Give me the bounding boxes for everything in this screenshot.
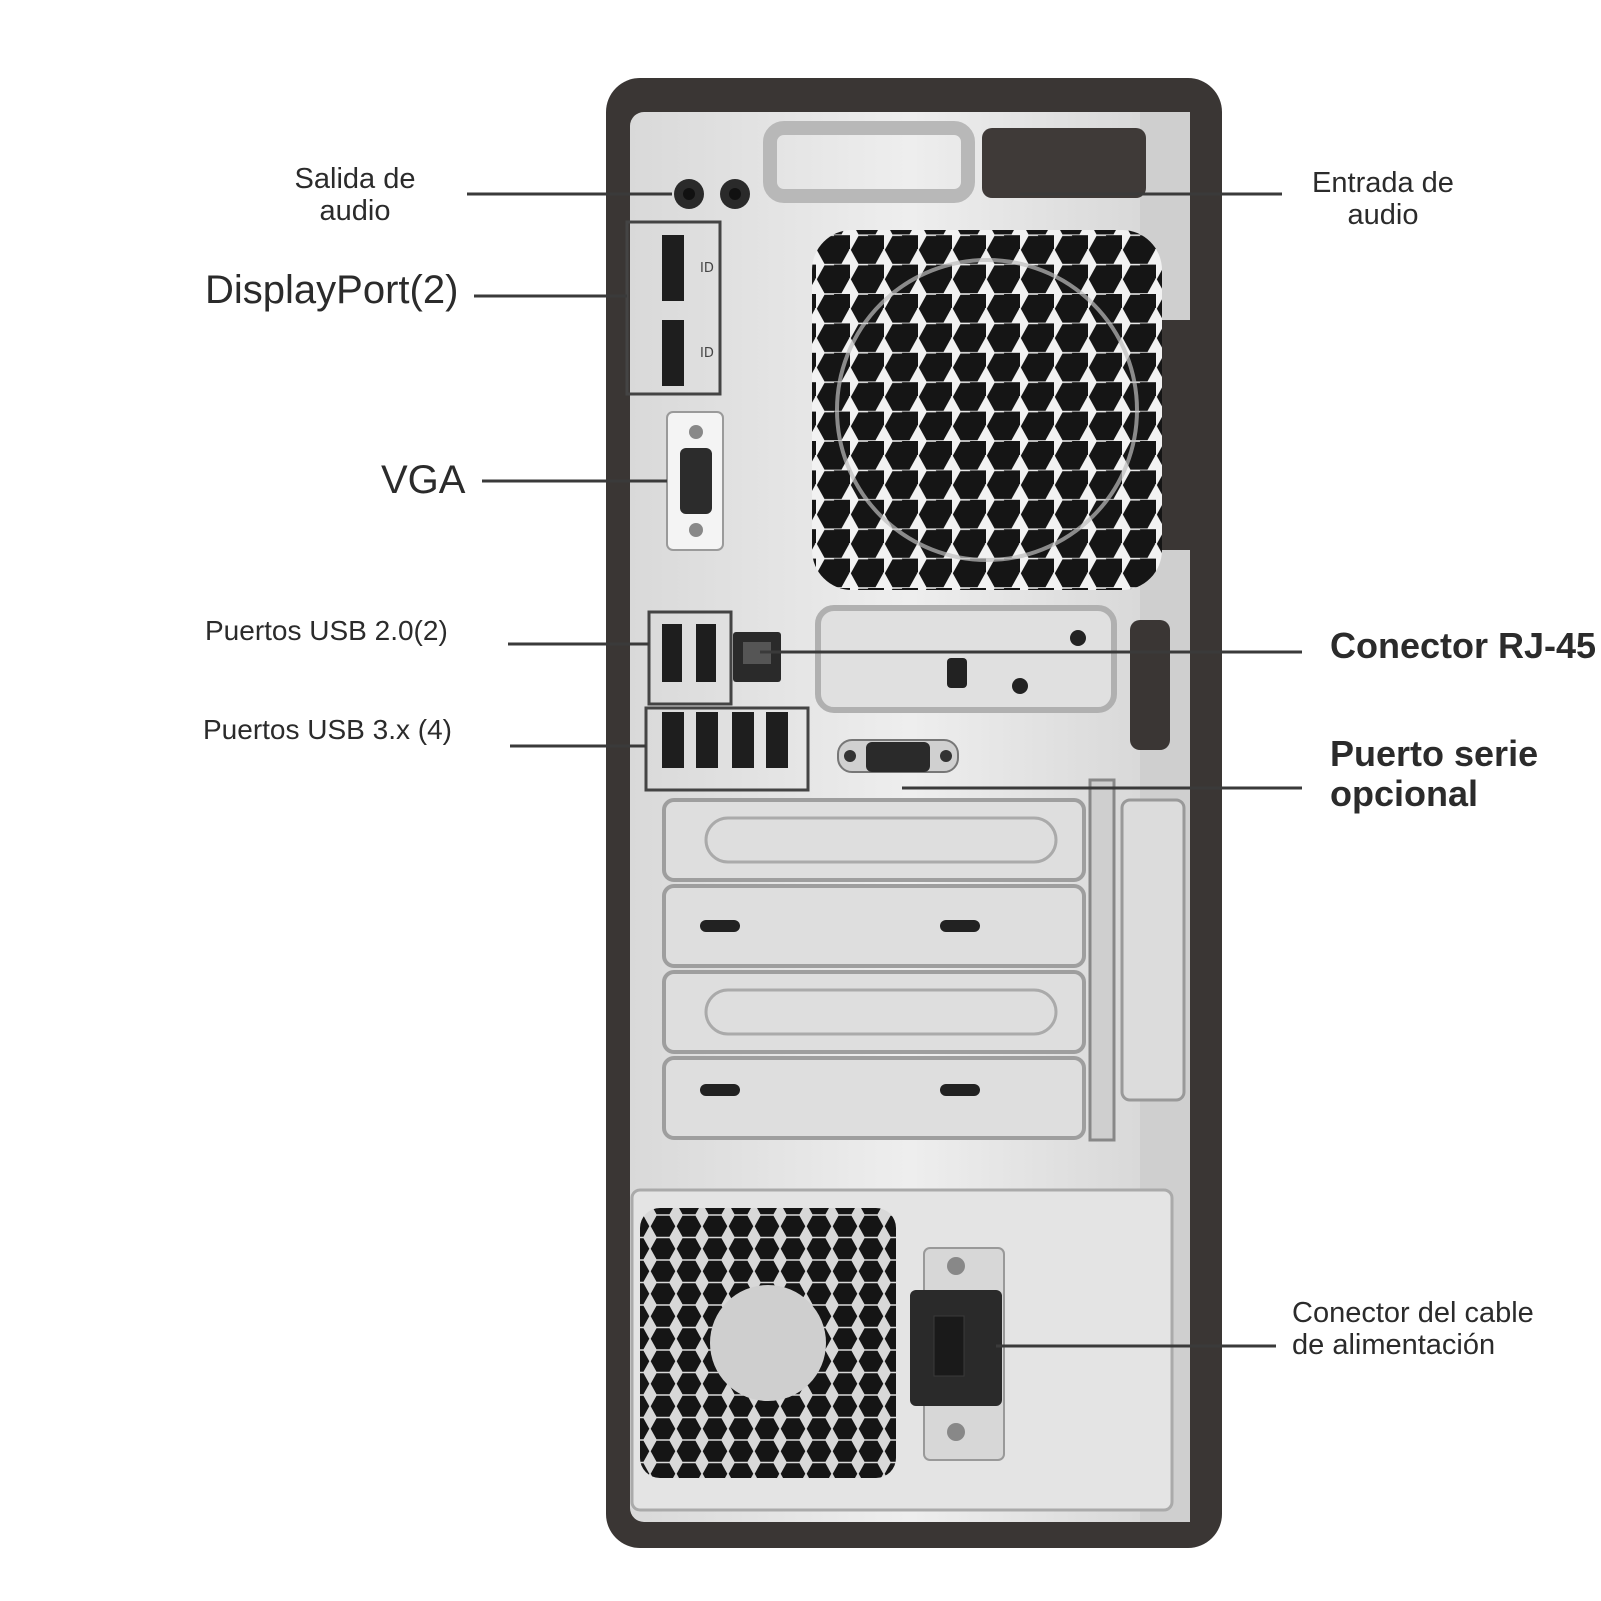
- label-serial: Puerto serie opcional: [1330, 733, 1539, 814]
- rj45-port: [733, 632, 781, 682]
- usb2-group: [647, 610, 733, 706]
- label-rj45: Conector RJ-45: [1330, 625, 1597, 666]
- case-fan-grille: [812, 230, 1162, 590]
- label-usb3: Puertos USB 3.x (4): [203, 714, 452, 745]
- label-audio-in: Entrada de audio: [1312, 167, 1454, 231]
- expansion-slots: [662, 778, 1186, 1142]
- serial-port: [837, 739, 959, 773]
- svg-text:ID: ID: [700, 261, 714, 276]
- lock-slot: [1130, 620, 1170, 750]
- svg-text:ID: ID: [700, 346, 714, 361]
- audio-jacks: [674, 179, 750, 209]
- usb3-group: [644, 706, 810, 792]
- leader-lines: [467, 192, 1302, 1348]
- label-usb2: Puertos USB 2.0(2): [205, 615, 448, 646]
- vga-port: [666, 411, 724, 551]
- label-vga: VGA: [381, 458, 466, 502]
- displayport-group: ID ID: [625, 220, 722, 396]
- psu: [630, 1188, 1174, 1512]
- label-audio-out: Salida de audio: [294, 163, 416, 227]
- label-power: Conector del cable de alimentación: [1292, 1297, 1534, 1361]
- top-handle: [763, 121, 1146, 203]
- label-displayport: DisplayPort(2): [205, 268, 459, 312]
- expansion-plate: [815, 605, 1117, 713]
